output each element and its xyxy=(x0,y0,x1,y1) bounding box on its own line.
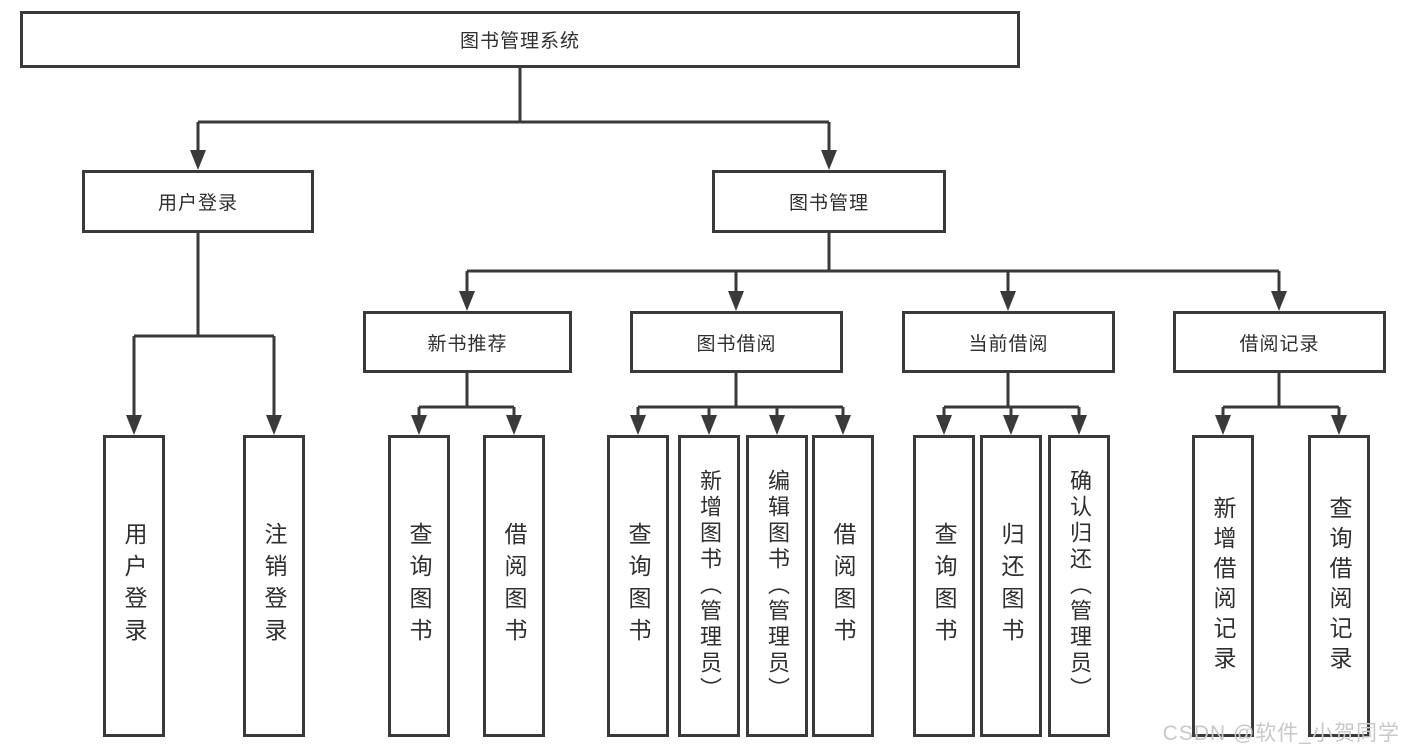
node-label: 新书推荐 xyxy=(427,333,508,355)
node-current-borrow: 当前借阅 xyxy=(902,311,1115,373)
watermark: CSDN @软件_小贺同学 xyxy=(1162,722,1400,745)
leaf-borrow-books: 借阅图书 xyxy=(812,435,874,737)
leaf-add-books-admin: 新增图书（管理员） xyxy=(678,435,740,737)
leaf-label: 归还图书 xyxy=(998,522,1024,650)
leaf-label: 编辑图书（管理员） xyxy=(765,469,790,703)
leaf-query-books: 查询图书 xyxy=(607,435,669,737)
leaf-edit-books-admin: 编辑图书（管理员） xyxy=(746,435,808,737)
leaf-label: 借阅图书 xyxy=(501,522,527,650)
node-library-management-system: 图书管理系统 xyxy=(20,11,1020,68)
leaf-query-books: 查询图书 xyxy=(388,435,450,737)
leaf-label: 新增借阅记录 xyxy=(1210,496,1236,676)
leaf-label: 注销登录 xyxy=(261,522,287,650)
leaf-label: 用户登录 xyxy=(121,522,147,650)
leaf-borrow-books: 借阅图书 xyxy=(483,435,545,737)
leaf-return-books: 归还图书 xyxy=(980,435,1042,737)
leaf-label: 借阅图书 xyxy=(830,522,856,650)
leaf-label: 查询借阅记录 xyxy=(1326,496,1352,676)
node-new-book-recommend: 新书推荐 xyxy=(363,311,572,373)
node-label: 当前借阅 xyxy=(968,333,1049,355)
leaf-query-borrow-record: 查询借阅记录 xyxy=(1308,435,1370,737)
leaf-user-login: 用户登录 xyxy=(103,435,165,737)
leaf-label: 查询图书 xyxy=(406,522,432,650)
node-label: 图书借阅 xyxy=(696,333,777,355)
node-label: 图书管理系统 xyxy=(459,31,580,52)
node-label: 图书管理 xyxy=(788,193,869,214)
node-label: 借阅记录 xyxy=(1239,333,1320,355)
leaf-add-borrow-record: 新增借阅记录 xyxy=(1192,435,1254,737)
leaf-label: 查询图书 xyxy=(625,522,651,650)
node-label: 用户登录 xyxy=(157,193,238,214)
leaf-confirm-return-admin: 确认归还（管理员） xyxy=(1048,435,1110,737)
leaf-label: 新增图书（管理员） xyxy=(697,469,722,703)
leaf-label: 确认归还（管理员） xyxy=(1067,469,1092,703)
node-book-management: 图书管理 xyxy=(712,170,946,233)
leaf-label: 查询图书 xyxy=(931,522,957,650)
leaf-logout: 注销登录 xyxy=(243,435,305,737)
node-book-borrow: 图书借阅 xyxy=(630,311,843,373)
leaf-query-books: 查询图书 xyxy=(913,435,975,737)
node-borrow-records: 借阅记录 xyxy=(1173,311,1386,373)
node-user-login: 用户登录 xyxy=(82,170,314,233)
arrowheads xyxy=(126,150,1347,435)
